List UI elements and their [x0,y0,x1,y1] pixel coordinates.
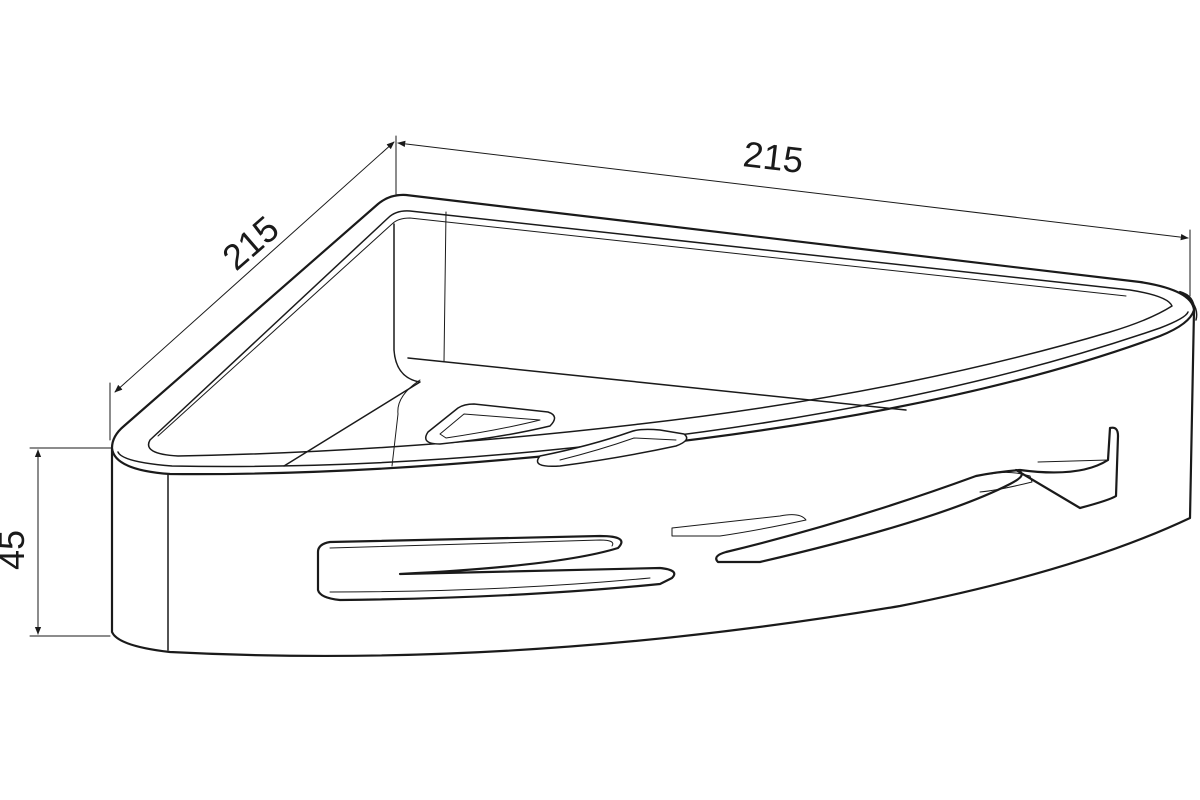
window-inner-rib [979,471,1033,493]
depth-dimension-label: 215 [214,208,286,278]
window-inner-floor-line [1037,459,1109,463]
window-inner-edge-bottom [329,577,651,593]
width-dimension-label: 215 [741,133,806,181]
floor-drain-slot-inner [559,437,677,461]
shelf-inner-floor-back [407,357,907,411]
floor-drain-triangle-inner [439,413,541,439]
floor-drain-triangle [425,403,556,445]
shelf-inner-back-wall-left [283,223,421,467]
dimension-lines [29,135,1191,637]
window-inner-wall [671,514,807,537]
rim-right-corner [1179,291,1198,321]
window-inner-edge-top [329,539,614,549]
front-window-cutout [316,534,676,602]
shelf-inner-floor-curve [391,379,421,467]
width-dimension-line [397,140,1189,241]
corner-shelf [110,193,1198,658]
height-dimension-label: 45 [0,530,32,570]
shelf-rim-inner-edge-2 [157,217,1127,437]
shelf-rim-inner-edge [147,210,1173,457]
depth-dimension-line [114,141,395,393]
front-window-cutout-right [715,426,1120,564]
shelf-inner-corner-edge [443,211,447,363]
